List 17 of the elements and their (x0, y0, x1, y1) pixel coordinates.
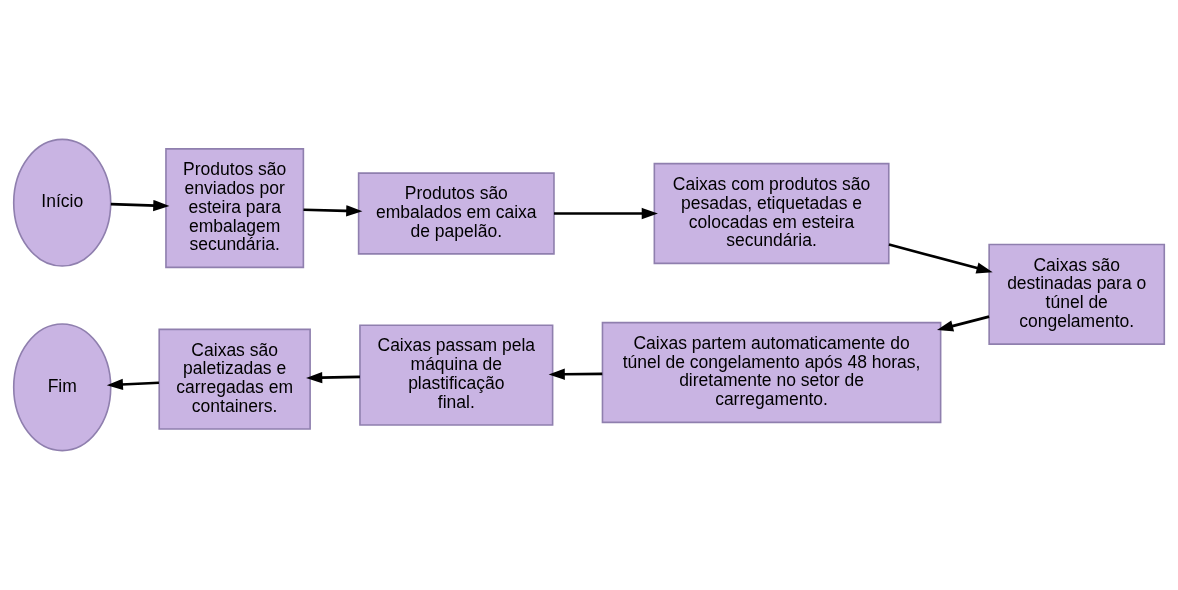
arrow (553, 207, 658, 220)
arrow (937, 315, 990, 332)
node-box: Caixas são paletizadas e carregadas em containers. (158, 328, 311, 430)
node-box: Produtos são enviados por esteira para embalagem secundária. (165, 148, 305, 269)
node-box: Caixas são destinadas para o túnel de congelamento. (988, 243, 1166, 345)
node-ellipse: Fim (12, 323, 112, 452)
node-ellipse: Início (12, 138, 112, 267)
arrow (303, 205, 363, 217)
node-box: Produtos são embalados em caixa de papelão. (357, 172, 555, 255)
arrow (888, 243, 993, 274)
arrow (110, 199, 170, 212)
arrow (106, 378, 159, 391)
arrow (548, 368, 603, 380)
node-box: Caixas com produtos são pesadas, etiquetadas e colocadas em esteira secundária. (653, 162, 890, 265)
node-box: Caixas partem automaticamente do túnel de congelamento após 48 horas, diretamente no setor de carregamento. (601, 321, 942, 424)
node-box: Caixas passam pela máquina de plastificação final. (359, 324, 554, 426)
arrow (306, 371, 360, 384)
